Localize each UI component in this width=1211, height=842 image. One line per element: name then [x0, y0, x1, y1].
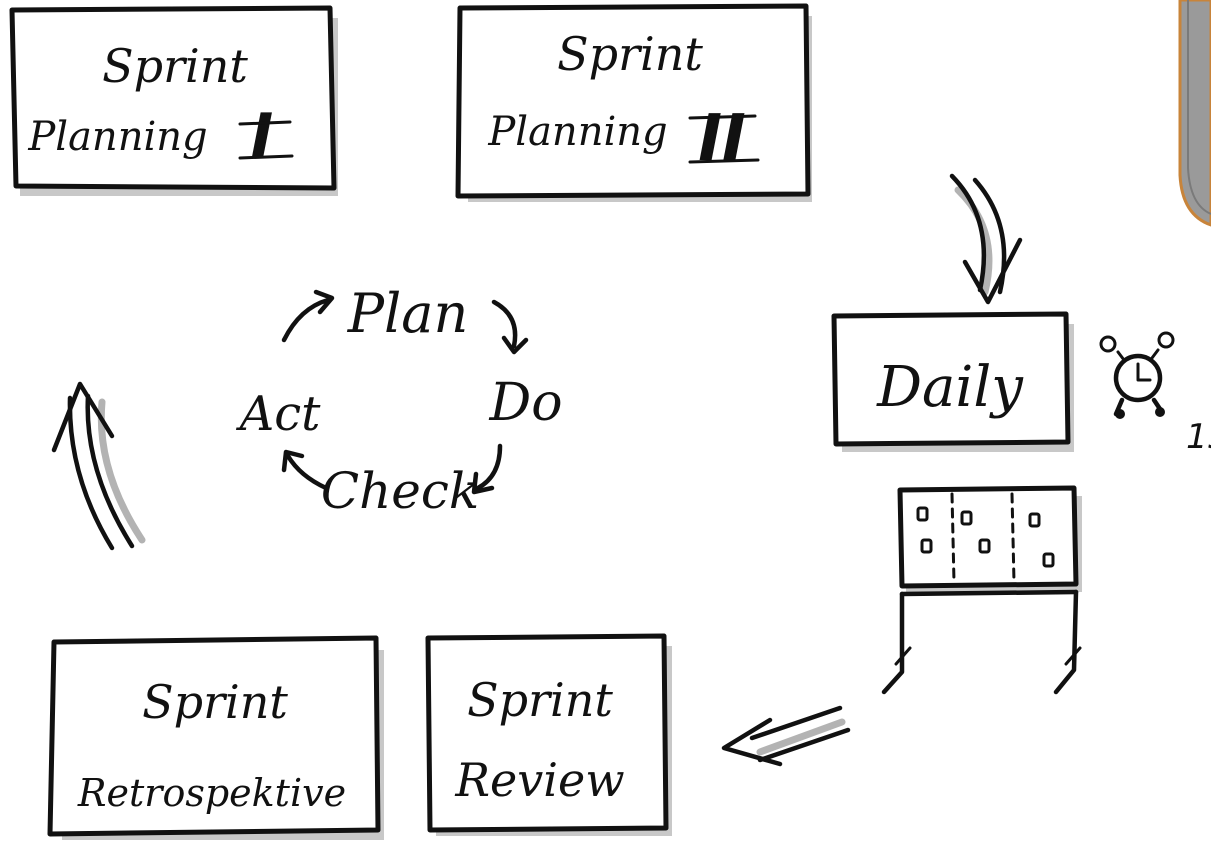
sprint-planning-1-line1: Sprint [102, 39, 248, 93]
sprint-planning-2-line2: Planning [487, 109, 667, 155]
arrow-to-planning-icon [51, 381, 146, 551]
cycle-arrow-check-to-act-icon [281, 449, 329, 491]
sprint-planning-1-line2: Planning [27, 114, 207, 160]
corner-panel [1178, 0, 1211, 227]
sprint-planning-2-box: Sprint Planning II [455, 3, 812, 202]
cycle-arrow-do-to-check-icon [471, 443, 503, 495]
arrow-to-daily-icon [949, 173, 1023, 305]
pdca-cycle: Plan Do Check Act [236, 282, 563, 520]
sprint-review-line1: Sprint [467, 673, 613, 727]
cycle-act-label: Act [236, 386, 322, 442]
cycle-check-label: Check [321, 462, 479, 520]
taskboard-icon [881, 485, 1082, 695]
cycle-arrow-plan-to-do-icon [491, 299, 529, 355]
sprint-planning-1-box: Sprint Planning I [9, 5, 338, 196]
sprint-retrospektive-box: Sprint Retrospektive [47, 635, 384, 840]
cycle-plan-label: Plan [347, 282, 469, 345]
sprint-planning-2-line1: Sprint [557, 27, 703, 81]
sprint-planning-1-numeral: I [251, 101, 273, 171]
sprint-retro-line1: Sprint [142, 675, 288, 729]
alarm-clock-icon [1099, 331, 1175, 419]
sprint-review-line2: Review [454, 753, 624, 807]
timebox-minutes: 15 [1186, 417, 1211, 457]
sprint-retro-line2: Retrospektive [77, 771, 346, 815]
daily-label: Daily [876, 355, 1024, 420]
cycle-arrow-act-to-plan-icon [281, 289, 335, 343]
arrow-to-review-icon [721, 705, 851, 767]
sprint-review-box: Sprint Review [425, 633, 672, 836]
cycle-do-label: Do [489, 373, 563, 433]
sprint-planning-2-numeral: II [698, 102, 746, 176]
daily-box: Daily [831, 311, 1074, 452]
